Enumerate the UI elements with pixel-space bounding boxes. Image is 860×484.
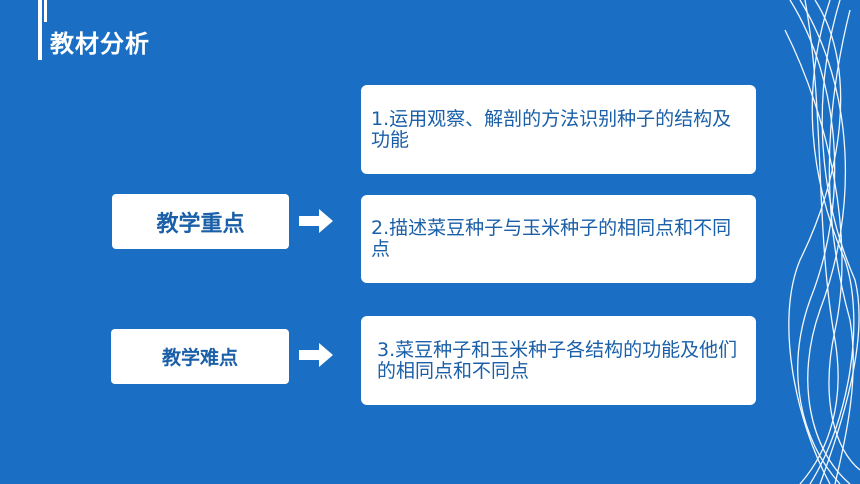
difficulty-item-1: 3.菜豆种子和玉米种子各结构的功能及他们的相同点和不同点 [361,316,756,405]
right-arrow-icon [299,343,333,367]
focus-item-1: 1.运用观察、解剖的方法识别种子的结构及功能 [361,85,756,174]
focus-item-2-text: 2.描述菜豆种子与玉米种子的相同点和不同点 [371,217,732,260]
focus-item-1-text: 1.运用观察、解剖的方法识别种子的结构及功能 [371,107,732,151]
difficulty-item-1-text: 3.菜豆种子和玉米种子各结构的功能及他们的相同点和不同点 [377,338,738,382]
right-arrow-icon [299,209,333,233]
accent-bar-right [44,0,47,22]
page-title: 教材分析 [50,30,150,58]
difficulty-label: 教学难点 [111,329,289,384]
focus-label: 教学重点 [112,194,289,249]
curved-lines-decoration [784,0,860,484]
focus-label-text: 教学重点 [156,211,245,237]
accent-bar-left [38,0,42,60]
difficulty-label-text: 教学难点 [161,347,238,369]
focus-item-2: 2.描述菜豆种子与玉米种子的相同点和不同点 [361,195,756,283]
